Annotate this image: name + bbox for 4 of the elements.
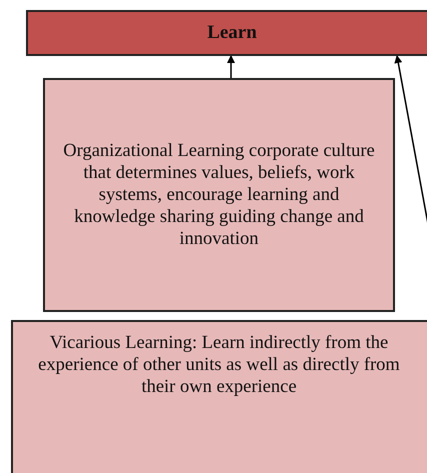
text-box: Learn bbox=[26, 10, 427, 56]
arrow bbox=[227, 55, 235, 78]
text-box: Vicarious Learning: Learn indirectly from the experience of other units as well as directly from their own experience bbox=[11, 320, 427, 473]
text-box: Organizational Learning corporate culture that determines values, beliefs, work systems, encourage learning and knowledge sharing guiding change and innovation bbox=[43, 78, 395, 312]
